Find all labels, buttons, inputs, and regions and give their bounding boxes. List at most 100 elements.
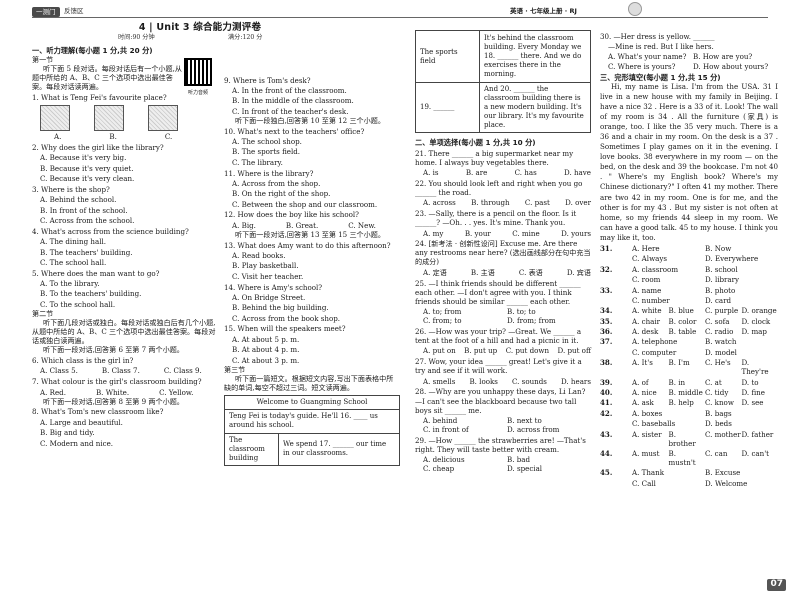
qr-label: 听力音频 [187,90,208,96]
option: B. school [705,264,738,274]
option: C. radio [705,327,734,337]
option: D. across from [507,425,560,435]
option: D. model [705,347,737,357]
option: C. The library. [232,157,283,167]
option: B. Excuse [705,468,741,478]
building-picture [94,105,124,132]
option: C. Yellow. [159,387,194,397]
option: D. to [741,377,759,387]
table-cell: It's behind the classroom building. Ever… [479,30,591,83]
table-cell: And 20. ______ the classroom building th… [479,82,591,133]
dialogue-note: 听下面一段独白,回答第 10 至第 12 三个小题。 [235,115,385,125]
question-number: 37. [600,337,613,347]
mascot-icon [628,2,642,16]
score-label: 满分:120 分 [228,34,263,41]
question-number: 42. [600,408,613,418]
option: D. map [741,327,767,337]
column-4: 30. —Her dress is yellow. ______ —Mine i… [600,30,778,488]
option: C. The school hall. [40,257,107,267]
page-title: 4 | Unit 3 综合能力测评卷 [138,22,262,33]
option: A. put on [423,346,456,356]
library-picture [148,105,178,132]
option: C. from; to [423,316,462,326]
fill-in-table: Welcome to Guangming School Teng Fei is … [224,394,400,466]
option: A. desk [632,327,659,337]
option: B. Because it's very quiet. [40,163,134,173]
picture-options [40,105,218,132]
option: C. Across from the school. [40,216,135,226]
question: 30. —Her dress is yellow. ______ [600,31,715,41]
section-heading: 一、听力理解(每小题 1 分,共 20 分) [32,46,153,55]
option: B. color [668,316,697,326]
option: C. In front of the teacher's desk. [232,106,349,116]
option: B. White. [95,387,130,397]
question-number: 44. [600,449,613,459]
instructions: 听下面 5 段对话。每段对话后有一个小题,从题中所给的 A、B、C 三个选项中选… [32,64,182,92]
table-title: Welcome to Guangming School [224,394,400,410]
option: D. hears [560,376,591,386]
option: B. watch [705,337,737,347]
question-number: 43. [600,429,613,439]
option: A. boxes [632,408,663,418]
option: B. looks [469,376,498,386]
instructions: 听下面一篇短文。根据短文内容,写出下面表格中所缺的单词,每空不超过三词。短文读两… [224,373,394,392]
option: A. classroom [632,264,679,274]
option: B. in [668,377,686,387]
option: C. Where is yours? [608,61,676,71]
question-number: 33. [600,285,613,295]
option: B. through [471,198,510,208]
question: 12. How does the boy like his school? [224,210,359,220]
header-left: 一测门 反馈区 [0,0,400,20]
option: C. Between the shop and our classroom. [232,199,378,209]
option: B. mustn't [668,449,696,468]
option: A. Read books. [232,251,286,261]
option: A. is [423,168,439,178]
option: B. Great. [285,220,319,230]
option: C. At about 3 p. m. [232,355,300,365]
options-grid: A. What's your name?B. How are you?C. Wh… [600,52,778,70]
option: C. To the school hall. [40,299,116,309]
option: B. your [464,228,491,238]
question-number: 31. [600,244,613,254]
option: D. How about yours? [693,61,769,71]
option: C. [164,132,173,142]
options-row: A. Red. B. White. C. Yellow. [32,388,218,397]
option: B. help [668,398,694,408]
option: A. my [423,228,444,238]
option: A. [54,132,62,142]
option: D. over [565,198,591,208]
header-rule-right [400,17,768,18]
option: C. Modern and nice. [40,438,114,448]
question-number [600,348,632,357]
question-number [600,479,632,488]
question: 10. What's next to the teachers' office? [224,126,365,136]
option: A. Here [632,244,660,254]
option: C. Class 9. [163,366,202,376]
option: B. Now [705,244,732,254]
section-heading: 二、单项选择(每小题 1 分,共 10 分) [415,137,536,147]
qr-code-icon[interactable] [184,58,212,86]
option: C. Call [632,478,656,488]
option: D. clock [741,316,771,326]
option: B. In the middle of the classroom. [232,96,354,106]
question: 4. What's across from the science buildi… [32,226,189,236]
option: A. The dining hall. [40,237,106,247]
question-number [600,296,632,305]
question: 9. Where is Tom's desk? [224,75,311,85]
option: B. Class 7. [101,366,140,376]
question: 1. What is Teng Fei's favourite place? [32,93,167,103]
